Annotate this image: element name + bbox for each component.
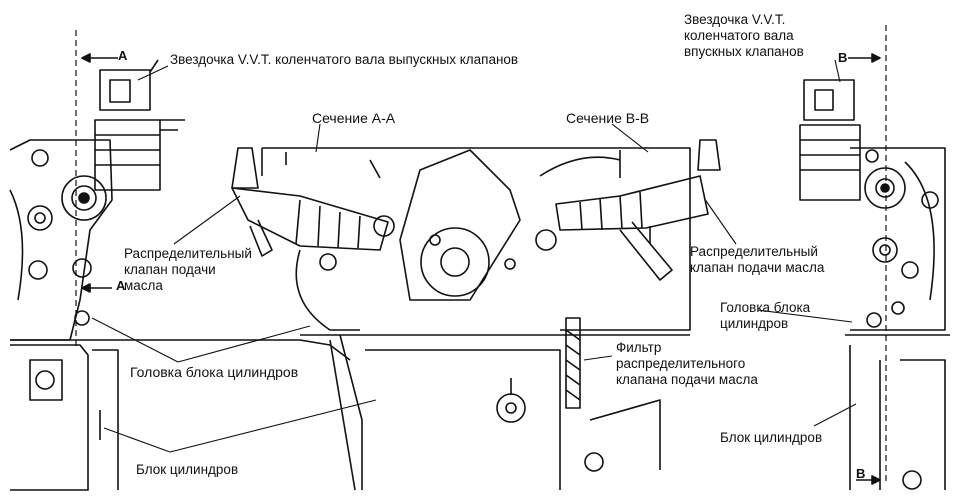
right-block-body <box>845 334 950 490</box>
intake-sprocket <box>799 79 879 201</box>
arrow-b-bottom <box>856 475 881 485</box>
leader-lines <box>91 59 857 453</box>
center-block-body <box>300 334 690 491</box>
oil-filter-label: Фильтр распределительного клапана подачи… <box>616 340 758 387</box>
arrow-b-top <box>848 53 881 63</box>
oil-valve-left-label: Распределительный клапан подачи масла <box>124 246 252 293</box>
oil-filter <box>565 317 581 409</box>
section-mark-a-top: A <box>118 48 128 63</box>
section-mark-a-mid: A <box>116 278 126 293</box>
left-block-body <box>10 344 119 491</box>
right-head-body <box>850 147 946 331</box>
cylinder-head-right-label: Головка блока цилиндров <box>720 300 811 331</box>
arrow-a-mid <box>81 283 112 293</box>
cylinder-block-left-label: Блок цилиндров <box>136 462 239 477</box>
cylinder-head-left-label: Головка блока цилиндров <box>130 364 299 380</box>
section-bb-label: Сечение В-В <box>566 110 650 126</box>
section-mark-b-bottom: B <box>856 466 866 481</box>
left-head-body <box>9 139 351 361</box>
intake-sprocket-label: Звездочка V.V.T. коленчатого вала впускн… <box>684 12 804 59</box>
right-oil-valve <box>555 139 721 281</box>
section-mark-b-top: B <box>838 50 848 65</box>
exhaust-sprocket <box>94 59 185 191</box>
center-head-body <box>261 147 691 331</box>
arrow-a-top <box>81 53 118 63</box>
exhaust-sprocket-label: Звездочка V.V.T. коленчатого вала выпуск… <box>170 52 519 67</box>
oil-valve-right-label: Распределительный клапан подачи масла <box>690 244 825 275</box>
section-aa-label: Сечение А-А <box>312 110 396 126</box>
left-oil-valve <box>231 147 395 257</box>
cylinder-block-right-label: Блок цилиндров <box>720 430 823 445</box>
